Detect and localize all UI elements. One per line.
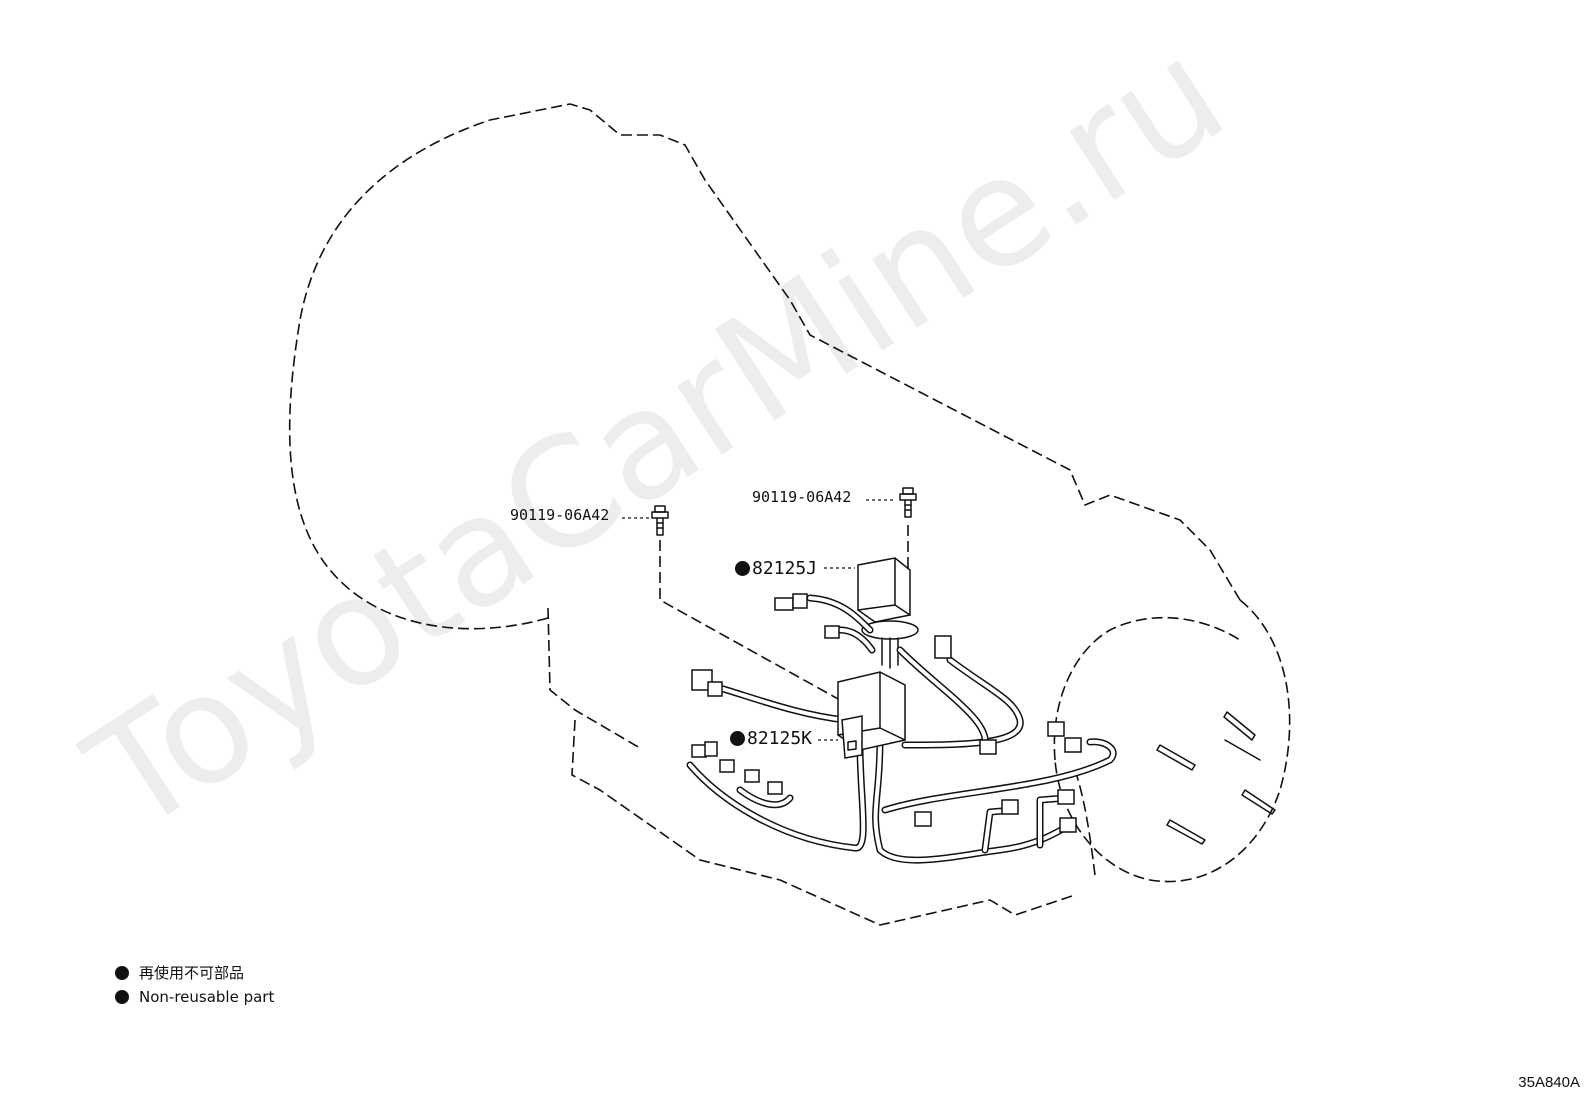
- non-reusable-dot-icon: [735, 561, 750, 576]
- bolt-left-icon: [651, 505, 669, 536]
- bolt-right-icon: [899, 487, 917, 518]
- illustration-code: 35A840A: [1518, 1074, 1580, 1091]
- label-bolt-right: 90119-06A42: [752, 488, 852, 506]
- label-part-k: 82125K: [730, 730, 812, 748]
- label-part-j: 82125J: [735, 560, 817, 578]
- sensor-82125k: [837, 671, 906, 759]
- wire-harness: [686, 594, 1117, 864]
- non-reusable-dot-icon: [730, 731, 745, 746]
- legend-dot-icon: [115, 990, 129, 1004]
- label-bolt-left: 90119-06A42: [510, 506, 610, 524]
- harness-connectors: [691, 593, 1082, 833]
- legend-dot-icon: [115, 966, 129, 980]
- legend-jp: 再使用不可部品: [115, 962, 244, 983]
- legend-en: Non-reusable part: [115, 988, 274, 1006]
- drum-details: [1156, 711, 1276, 845]
- sensor-82125j: [857, 557, 919, 669]
- transmission-outline: [288, 103, 1291, 926]
